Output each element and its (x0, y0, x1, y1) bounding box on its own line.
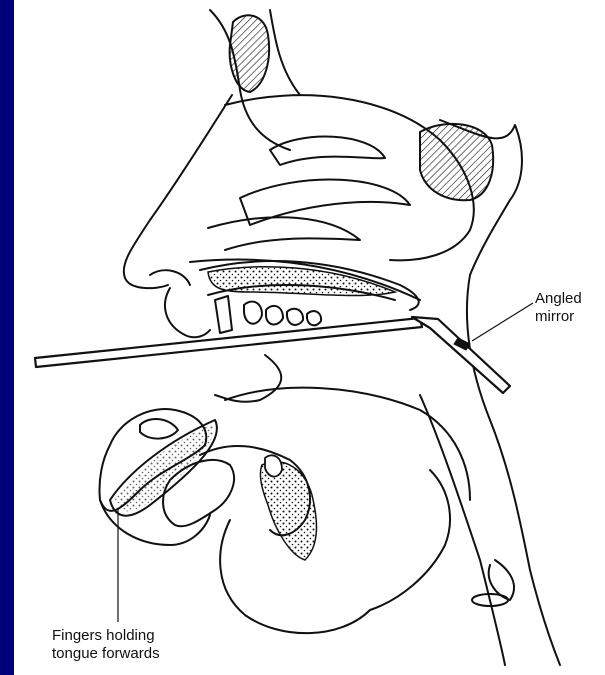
incisor (215, 296, 232, 333)
neck-front (420, 395, 505, 665)
tooth-4 (307, 311, 321, 325)
superior-turbinate (270, 137, 385, 165)
upper-lip (165, 288, 210, 337)
tooth-2 (266, 306, 283, 325)
mandible-bone (260, 462, 316, 560)
jaw-inner (370, 470, 450, 610)
maxilla-bone (208, 267, 395, 296)
forehead-line (270, 10, 300, 95)
label-fingers-holding-tongue: Fingers holding tongue forwards (52, 627, 160, 663)
tooth-1 (244, 302, 262, 324)
nostril (150, 270, 190, 285)
tooth-3 (287, 309, 303, 325)
soft-palate-curve (215, 355, 281, 402)
angled-mirror (35, 317, 510, 393)
label-fingers-line-1: Fingers holding (52, 627, 160, 645)
label-angled-mirror-line-2: mirror (535, 308, 582, 326)
sphenoid-sinus (420, 124, 493, 200)
lower-tooth (265, 455, 282, 476)
pharynx-back (467, 275, 560, 665)
label-fingers-line-2: tongue forwards (52, 645, 160, 663)
thumbnail (140, 419, 178, 439)
label-angled-mirror-line-1: Angled (535, 290, 582, 308)
inferior-turbinate (208, 217, 360, 250)
label-angled-mirror: Angled mirror (535, 290, 582, 326)
mirror-leader-line (472, 303, 533, 341)
frontal-sinus (230, 15, 269, 92)
